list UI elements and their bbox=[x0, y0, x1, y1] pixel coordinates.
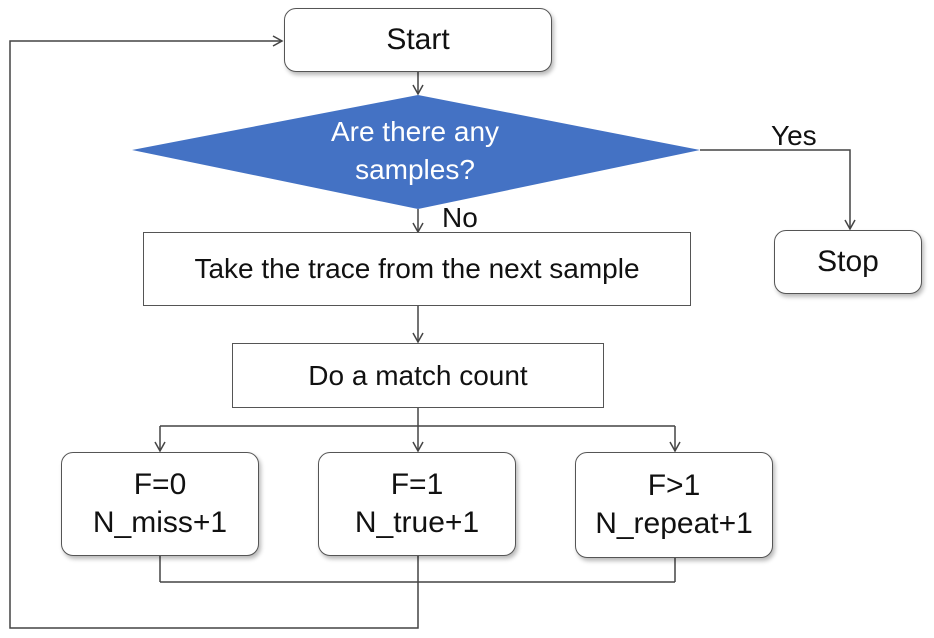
match-count-node: Do a match count bbox=[232, 343, 604, 408]
f0-condition: F=0 bbox=[133, 468, 187, 501]
edge-yes-to-stop bbox=[700, 149, 856, 231]
fgt1-condition: F>1 bbox=[647, 469, 701, 502]
f0-action: N_miss+1 bbox=[92, 506, 228, 539]
yes-label: Yes bbox=[771, 120, 817, 151]
take-trace-label: Take the trace from the next sample bbox=[194, 253, 640, 284]
decision-label-line2: samples? bbox=[355, 154, 475, 185]
fgt1-action: N_repeat+1 bbox=[595, 507, 753, 540]
decision-label: Are there any samples? bbox=[250, 111, 580, 191]
stop-label: Stop bbox=[817, 245, 879, 278]
f1-condition: F=1 bbox=[390, 468, 444, 501]
f1-node: F=1 N_true+1 bbox=[318, 452, 516, 556]
start-node: Start bbox=[284, 8, 552, 72]
start-label: Start bbox=[386, 23, 450, 56]
fgt1-node: F>1 N_repeat+1 bbox=[575, 452, 773, 558]
decision-label-line1: Are there any bbox=[330, 116, 500, 147]
f0-node: F=0 N_miss+1 bbox=[61, 452, 259, 556]
edge-loop-back-to-start bbox=[9, 35, 419, 629]
match-count-label: Do a match count bbox=[308, 359, 528, 391]
take-trace-node: Take the trace from the next sample bbox=[143, 232, 691, 306]
stop-node: Stop bbox=[774, 230, 922, 294]
f1-action: N_true+1 bbox=[354, 506, 480, 539]
no-label: No bbox=[442, 202, 478, 233]
decision-diamond bbox=[132, 95, 700, 209]
